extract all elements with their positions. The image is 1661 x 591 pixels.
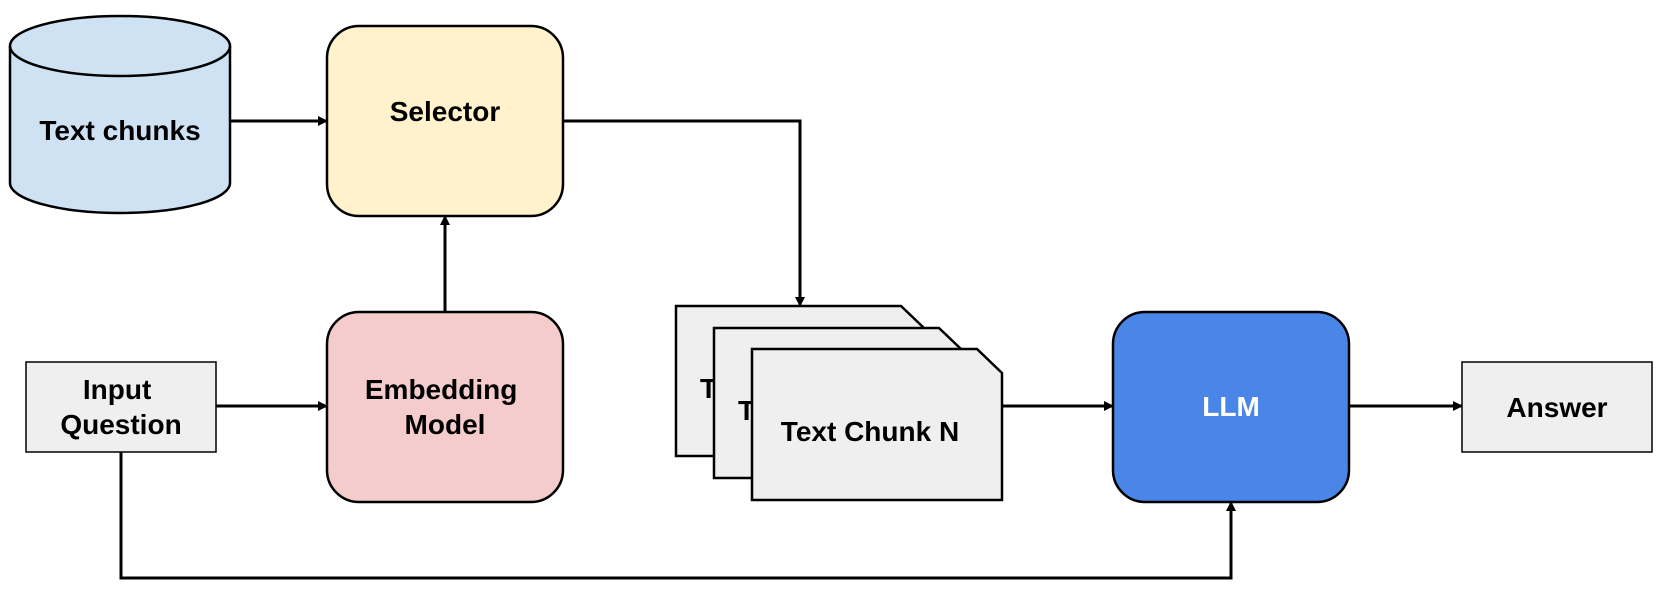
- llm-node: LLM: [1111, 310, 1351, 504]
- text-chunk-card-front-shape: [750, 347, 1004, 502]
- embedding-model-label-line1: Embedding: [365, 374, 517, 405]
- answer-label: Answer: [1506, 392, 1607, 423]
- text-chunks-node: Text chunks: [8, 14, 232, 215]
- embedding-model-node: Embedding Model: [325, 310, 565, 504]
- embedding-model-box: [325, 310, 565, 504]
- text-chunk-n-label: Text Chunk N: [781, 416, 959, 447]
- embedding-model-label-line2: Model: [405, 409, 486, 440]
- text-chunk-card-front: Text Chunk N: [750, 347, 1004, 502]
- text-chunks-cylinder-body: [8, 46, 232, 215]
- answer-node: Answer: [1461, 361, 1653, 453]
- llm-label: LLM: [1202, 391, 1260, 422]
- selector-label: Selector: [390, 96, 501, 127]
- input-question-label-line2: Question: [60, 409, 181, 440]
- arrow-input-to-llm: [119, 452, 1236, 580]
- arrow-selector-to-text-chunks: [563, 119, 805, 307]
- text-chunks-label: Text chunks: [39, 115, 200, 146]
- input-question-label: Input Question: [60, 374, 181, 440]
- embedding-model-label: Embedding Model: [365, 374, 525, 440]
- text-chunks-cylinder-top: [8, 14, 232, 78]
- input-question-node: Input Question: [25, 361, 217, 453]
- input-question-box: [25, 361, 217, 453]
- answer-box: [1461, 361, 1653, 453]
- text-chunk-stack: T T Text Chunk N: [674, 304, 1004, 502]
- input-question-label-line1: Input: [83, 374, 151, 405]
- selector-node: Selector: [325, 24, 565, 218]
